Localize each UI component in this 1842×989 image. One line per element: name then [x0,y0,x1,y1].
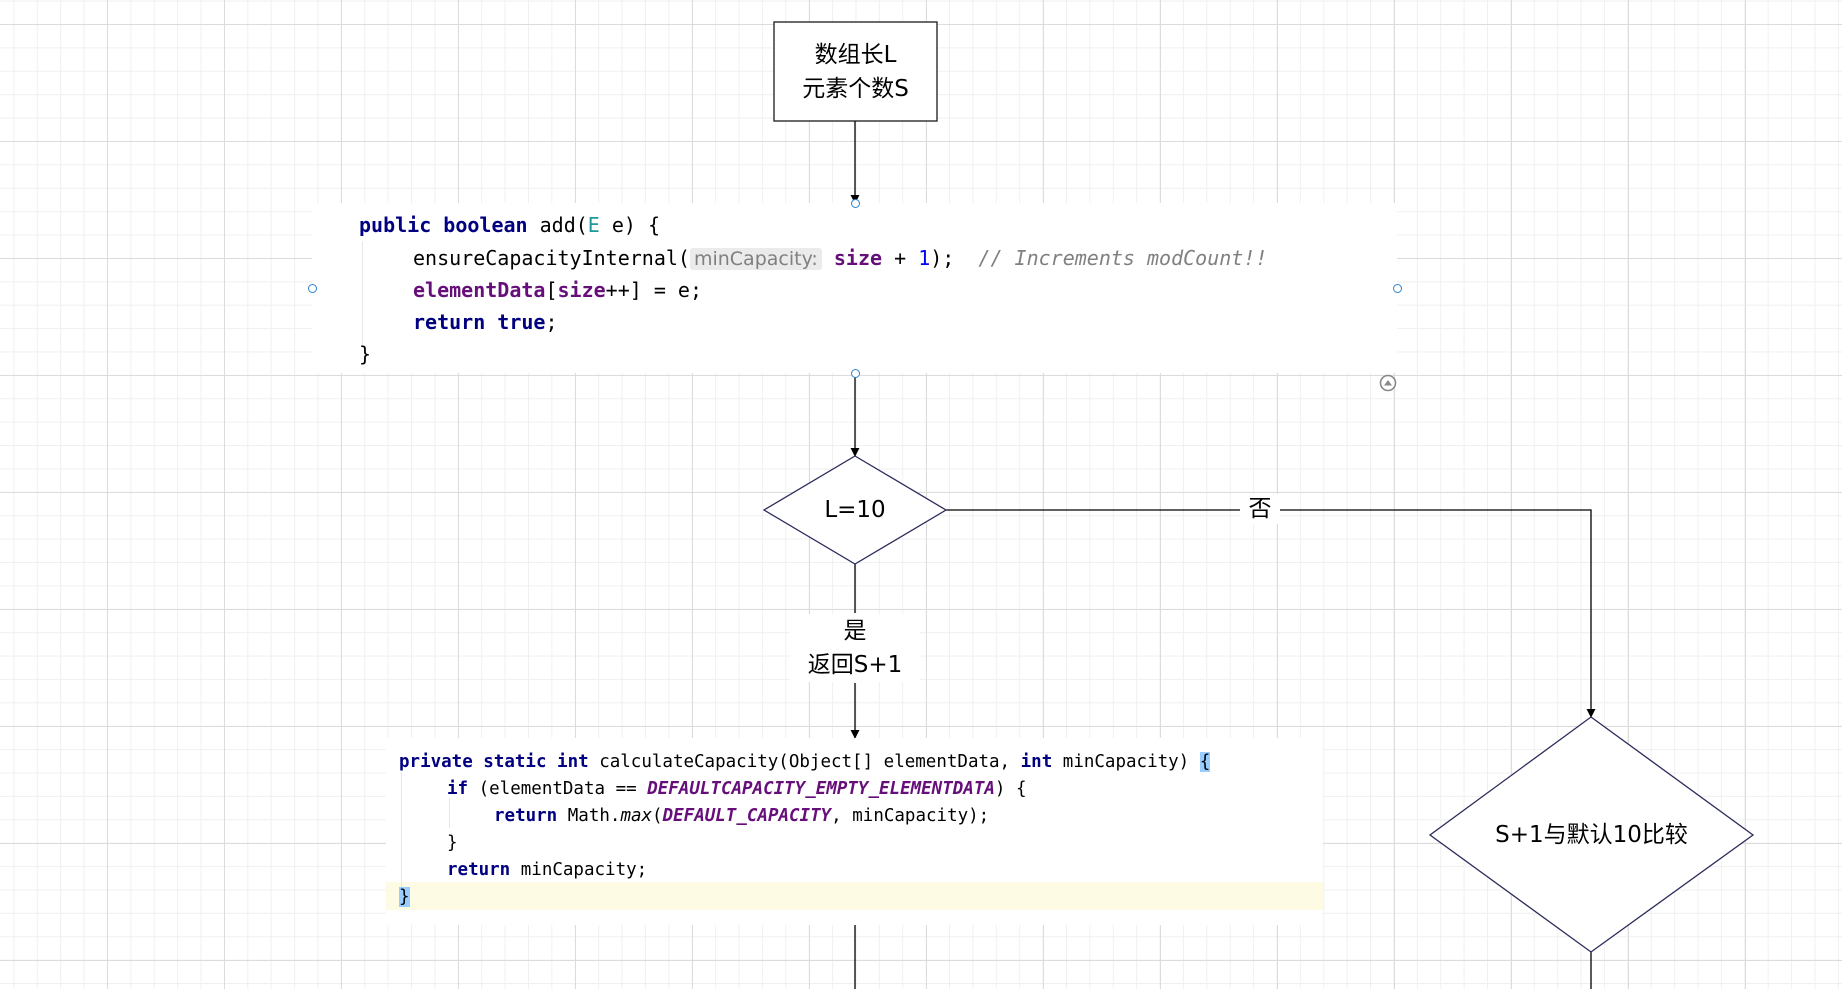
current-line-highlight [386,882,1323,910]
selection-handle-left[interactable] [308,284,317,293]
code-line-4: return true; [413,310,558,334]
calc-line-2: if (elementData == DEFAULTCAPACITY_EMPTY… [447,779,1027,799]
edge-no-branch[interactable] [946,509,1596,718]
indent-guide [362,241,363,346]
decision-compare-label: S+1与默认10比较 [1495,822,1688,848]
code-line-1: public boolean add(E e) { [359,213,661,237]
indent-guide [401,772,402,890]
edge-no-label: 否 [1240,494,1280,524]
calc-line-3: return Math.max(DEFAULT_CAPACITY, minCap… [494,806,990,826]
selection-handle-right[interactable] [1393,284,1402,293]
code-snippet-add-method[interactable]: public boolean add(E e) { ensureCapacity… [312,203,1397,373]
parameter-hint: minCapacity: [689,248,822,270]
edge-yes-label-line2: 返回S+1 [807,652,903,678]
start-node-line1: 数组长L [814,42,897,68]
start-node-line2: 元素个数S [802,76,909,102]
calc-line-6: } [399,887,1323,907]
selection-handle-bottom[interactable] [851,369,860,378]
decision-l10-label: L=10 [824,497,886,523]
start-node-label: 数组长L 元素个数S [774,38,937,106]
decision-compare-shape[interactable] [1428,716,1755,953]
calc-line-1: private static int calculateCapacity(Obj… [399,752,1211,772]
edge-yes-label-line1: 是 [843,618,867,644]
calc-line-4: } [447,833,458,853]
code-line-5: } [359,342,372,366]
brace-match-highlight: { [1199,752,1211,772]
brace-match-highlight: } [399,887,410,907]
code-line-2: ensureCapacityInternal(minCapacity: size… [413,246,1268,270]
indent-guide [449,798,450,828]
collapse-arrow-up-icon[interactable] [1379,374,1397,392]
start-node-box[interactable] [773,21,938,122]
calc-line-5: return minCapacity; [447,860,648,880]
code-line-3: elementData[size++] = e; [413,278,702,302]
edge-yes-label: 是 返回S+1 [790,614,920,682]
code-snippet-calculate-capacity[interactable]: private static int calculateCapacity(Obj… [386,738,1323,925]
selection-handle-top[interactable] [851,199,860,208]
decision-l10-shape[interactable] [762,455,948,565]
